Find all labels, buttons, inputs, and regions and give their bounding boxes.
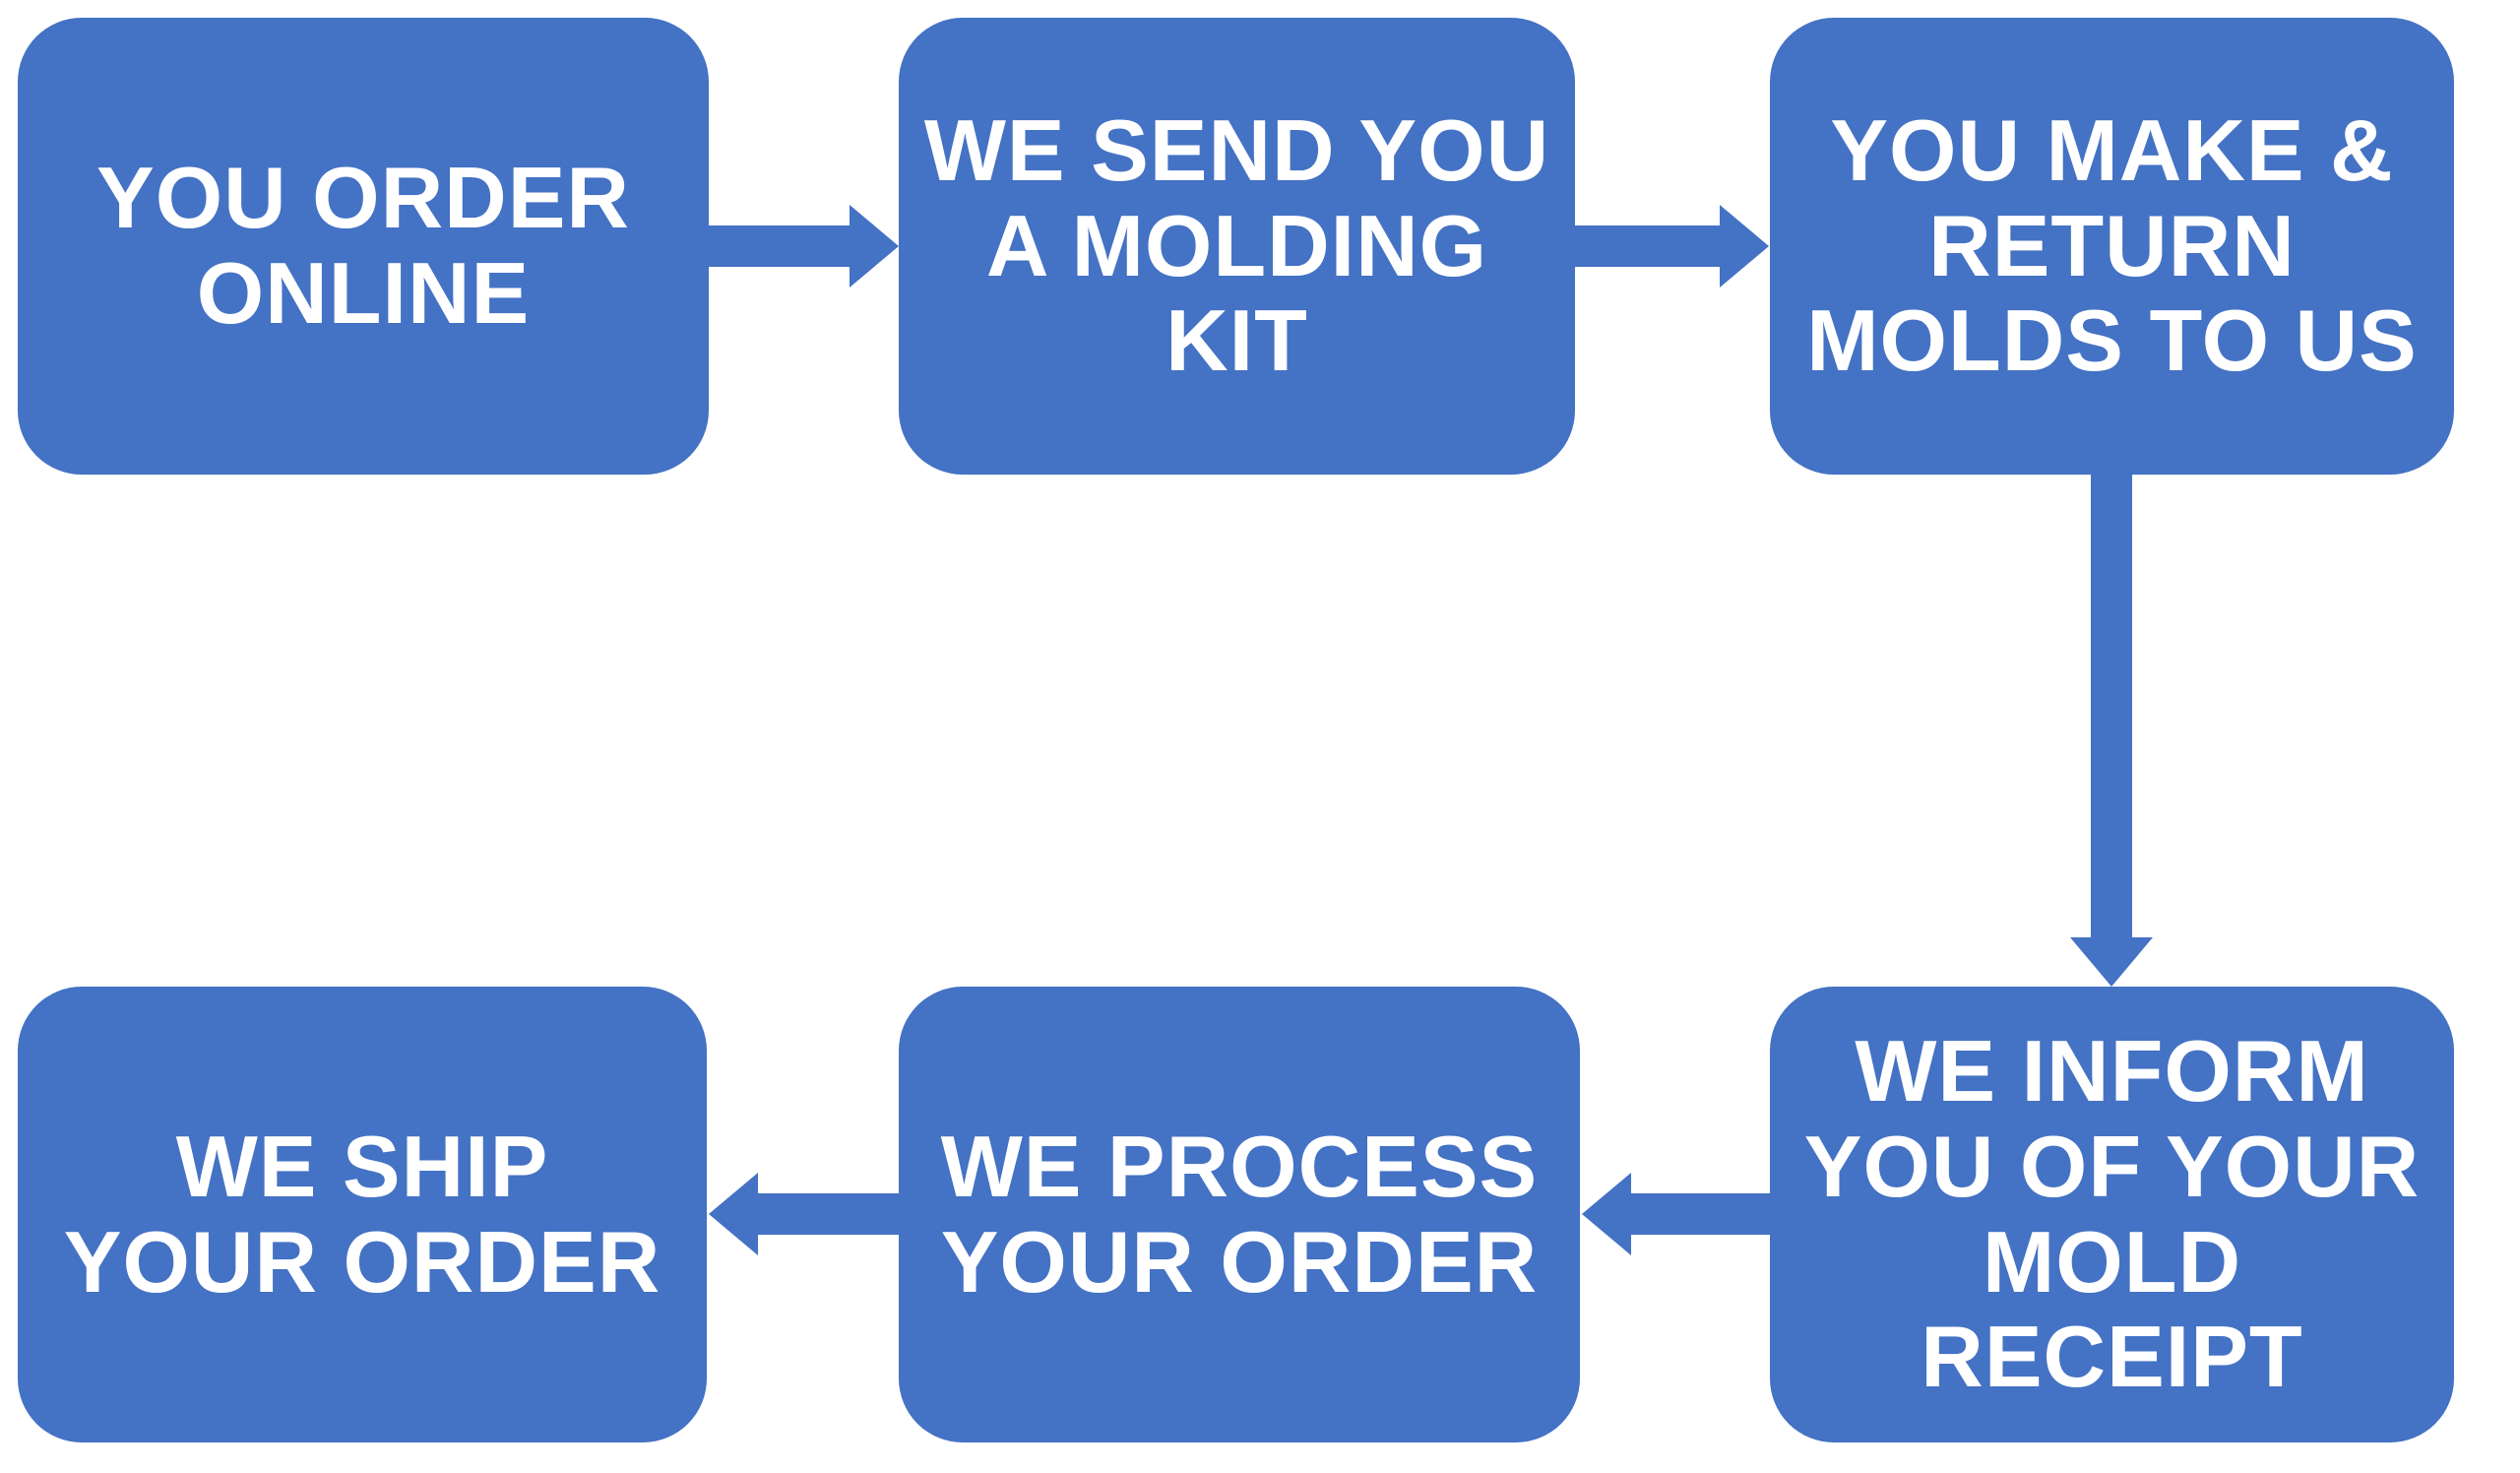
flow-step-we-send-you-a-molding-kit: WE SEND YOU A MOLDING KIT — [899, 18, 1575, 475]
arrow-shaft — [1573, 225, 1722, 267]
arrow-head — [2070, 937, 2153, 987]
arrow-shaft — [709, 225, 851, 267]
arrow-head — [1720, 205, 1769, 288]
flow-step-you-make-and-return-molds-to-us: YOU MAKE & RETURN MOLDS TO US — [1770, 18, 2454, 475]
arrow-head — [709, 1173, 758, 1255]
flow-step-you-order-online: YOU ORDER ONLINE — [18, 18, 709, 475]
arrow-head — [850, 205, 899, 288]
flow-step-we-inform-you-of-your-mold-receipt: WE INFORM YOU OF YOUR MOLD RECEIPT — [1770, 987, 2454, 1442]
flow-step-we-process-your-order: WE PROCESS YOUR ORDER — [899, 987, 1580, 1442]
arrow-head — [1582, 1173, 1631, 1255]
arrow-shaft — [756, 1193, 899, 1235]
arrow-shaft — [1629, 1193, 1770, 1235]
arrow-shaft — [2091, 473, 2132, 939]
flow-step-we-ship-your-order: WE SHIP YOUR ORDER — [18, 987, 707, 1442]
